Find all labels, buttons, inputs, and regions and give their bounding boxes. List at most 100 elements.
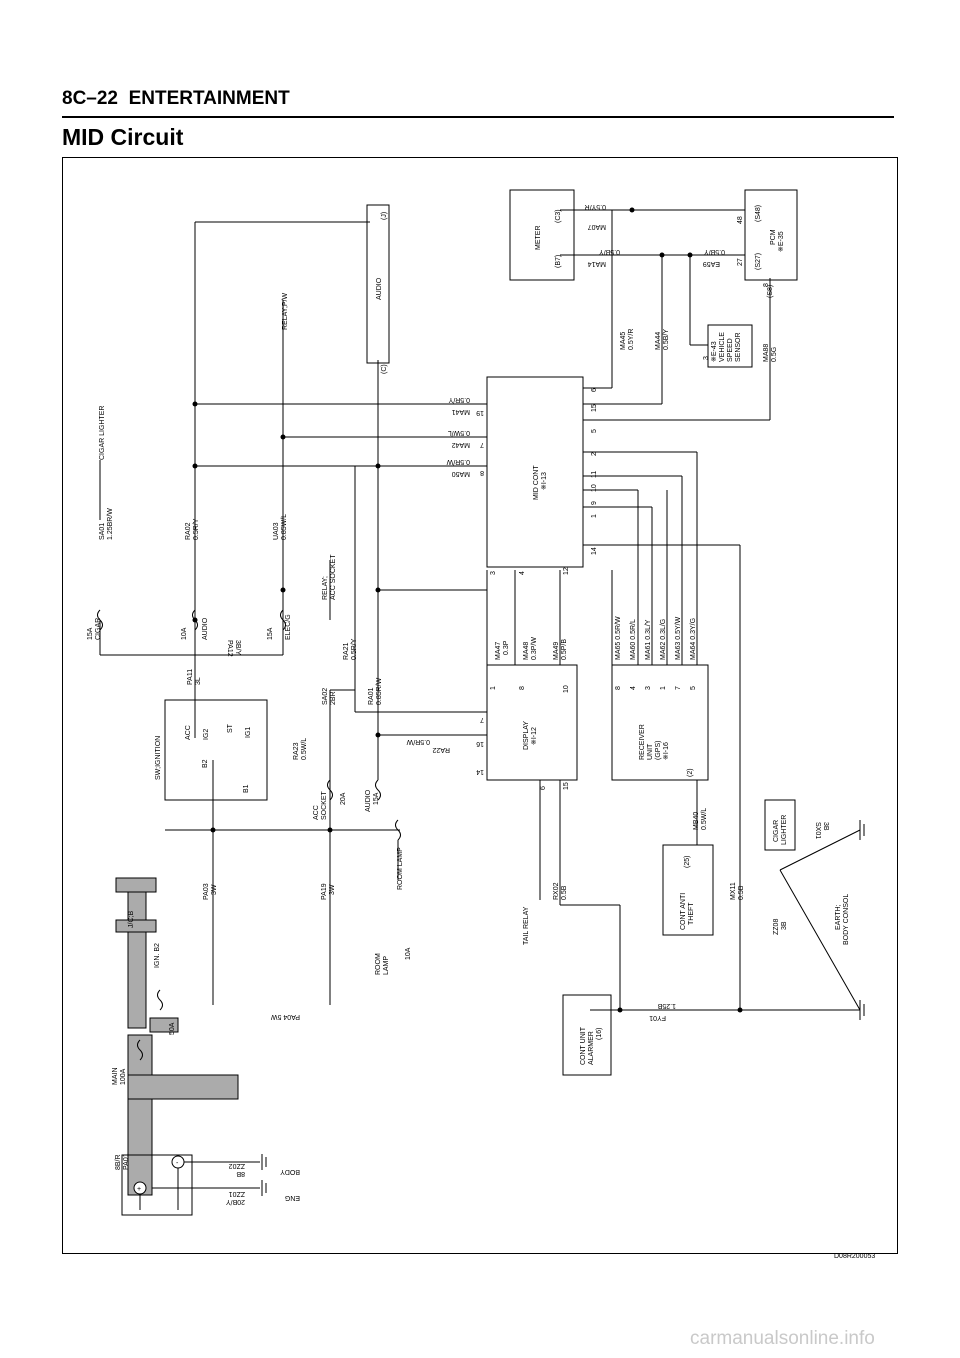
wire-ra21-id: RA21	[343, 642, 350, 660]
receiver-pin-1: 1	[660, 686, 667, 690]
wire-ma42-spec: 0.5W/L	[448, 429, 470, 436]
pcm-pin-s8: (S8)	[767, 285, 774, 298]
display-pin-16: 16	[476, 740, 484, 747]
wire-ma07-id: MA07	[588, 223, 606, 230]
wire-pa01-spec: 8B/R	[115, 1154, 122, 1170]
wire-pa12-spec: 3B/Y	[234, 640, 241, 656]
wire-ma45-spec: 0.5Y/R	[628, 329, 635, 350]
wire-ma44-spec: 0.5B/Y	[663, 329, 670, 350]
wire-ma41-id: MA41	[452, 408, 470, 415]
vss-pin-3: 3	[703, 356, 710, 360]
header-rule	[62, 116, 894, 118]
display-ref: ※I-12	[531, 727, 538, 745]
page-header: 8C–22 ENTERTAINMENT	[62, 88, 290, 110]
wire-ea59-id: EA59	[703, 260, 720, 267]
earth-label2: BODY CONSOL	[843, 894, 850, 945]
mid-pin-12: 12	[563, 567, 570, 575]
ignition-switch-title: SW;IGNITION	[155, 736, 162, 780]
wire-ma45-id: MA45	[620, 332, 627, 350]
wire-pa03-spec: 3W	[211, 884, 218, 895]
wire-sa02-id: SA02	[322, 688, 329, 705]
vss-label2: SPEED	[727, 338, 734, 362]
wire-pa11-id: PA11	[187, 669, 194, 685]
wire-ma50-spec: 0.5R/W	[446, 458, 470, 465]
wire-pa01-id: PA01	[123, 1153, 130, 1170]
room-lamp-arrow-label: ROOM LAMP	[397, 847, 404, 890]
wire-ma64: MA64 0.3Y/G	[690, 618, 697, 660]
fuse-audio-rating: 10A	[181, 627, 188, 640]
display-pin-6: 6	[540, 786, 547, 790]
document-id: D08R200053	[834, 1253, 876, 1260]
wire-pa12-id: PA12	[226, 640, 233, 657]
earth-label1: EARTH;	[835, 904, 842, 930]
wire-ma50-id: MA50	[452, 470, 470, 477]
wire-ra01-spec: 0.85R/W	[376, 677, 383, 705]
cont-unit-label1: CONT UNIT	[580, 1026, 587, 1065]
meter-pin-c3: (C3)	[555, 209, 562, 223]
vss-ref: ※E-43	[711, 341, 718, 362]
wire-mx11-id: MX11	[730, 882, 737, 900]
pcm-pin-48: 48	[737, 216, 744, 224]
mid-pin-15: 15	[591, 404, 598, 412]
pcm-ref: ※E-35	[778, 231, 785, 252]
receiver-pin-4: 4	[630, 686, 637, 690]
page-title: MID Circuit	[62, 124, 184, 150]
fuse-audio-name: AUDIO	[202, 617, 209, 640]
wire-ua03-spec: 0.85W/L	[281, 514, 288, 540]
wire-ma42-id: MA42	[452, 441, 470, 448]
wire-ma63: MA63 0.5Y/W	[675, 616, 682, 660]
audio-pin-c: (C)	[381, 364, 388, 374]
ignition-switch-box	[164, 699, 268, 801]
cont-unit-label2: ALARMER	[588, 1031, 595, 1065]
wire-fy01-id: FY01	[649, 1014, 666, 1021]
fuse-acc-label: ACC	[313, 805, 320, 820]
display-label: DISPLAY	[523, 721, 530, 750]
jcb-label: J/C;B	[128, 911, 135, 928]
wire-fy01-spec: 1.25B	[657, 1002, 676, 1009]
fuse-audio15-name: AUDIO	[365, 789, 372, 812]
wire-sa01-spec: 1.25BR/W	[107, 508, 114, 540]
display-pin-15: 15	[563, 782, 570, 790]
wire-ma44-id: MA44	[655, 332, 662, 350]
wire-pa11-spec: 3L	[195, 677, 202, 685]
receiver-pin-8: 8	[615, 686, 622, 690]
mid-pin-6: 6	[591, 388, 598, 392]
fuse-acc-rating: 20A	[340, 792, 347, 805]
mid-pin-9: 9	[591, 501, 598, 505]
wire-ea59-spec: 0.5B/Y	[704, 248, 725, 255]
wire-ra01-id: RA01	[368, 687, 375, 705]
wire-ra22-id: RA22	[432, 746, 450, 753]
wire-ma49-spec: 0.5P/B	[561, 639, 568, 660]
wire-ma07-spec: 0.5Y/R	[585, 203, 606, 210]
ground-symbols	[261, 820, 865, 1196]
mid-cont-label: MID CONT	[533, 465, 540, 500]
wire-ra22-spec: 0.5R/W	[406, 738, 430, 745]
fuse-50a-label: 50A	[169, 1022, 176, 1035]
mid-pin-7: 7	[480, 441, 484, 448]
wire-zz02-spec: 8B	[236, 1170, 245, 1177]
mid-cont-ref: ※I-13	[541, 472, 548, 490]
wire-zz01-spec: 20B/Y	[226, 1198, 245, 1205]
fuse-room-name1: ROOM	[375, 953, 382, 975]
ignition-b2: B2	[202, 759, 209, 768]
wire-ma47-spec: 0.3P	[503, 640, 510, 655]
wire-ma14-spec: 0.5B/Y	[599, 248, 620, 255]
section-number: 8C–22	[62, 88, 118, 109]
audio-label: AUDIO	[376, 277, 383, 300]
minus-sign: -	[176, 1160, 179, 1167]
relay-acc-socket: ACC SOCKET	[330, 554, 337, 600]
battery-negative-terminal	[171, 1155, 185, 1169]
wire-ma41-spec: 0.5R/Y	[448, 396, 470, 403]
mid-pin-3: 3	[490, 571, 497, 575]
pcm-pin-s27: (S27)	[755, 253, 762, 270]
battery-box	[121, 1154, 193, 1216]
pcm-pin-27: 27	[737, 258, 744, 266]
wire-ma49-id: MA49	[553, 642, 560, 660]
pcm-pin-s48: (S48)	[755, 205, 762, 222]
wire-sa02-spec: 2BR	[330, 691, 337, 705]
wire-rx02-spec: 0.5B	[561, 885, 568, 900]
display-pin-8: 8	[519, 686, 526, 690]
cigar-box-label1: CIGAR	[773, 820, 780, 842]
cont-anti-label2: THEFT	[688, 902, 695, 925]
